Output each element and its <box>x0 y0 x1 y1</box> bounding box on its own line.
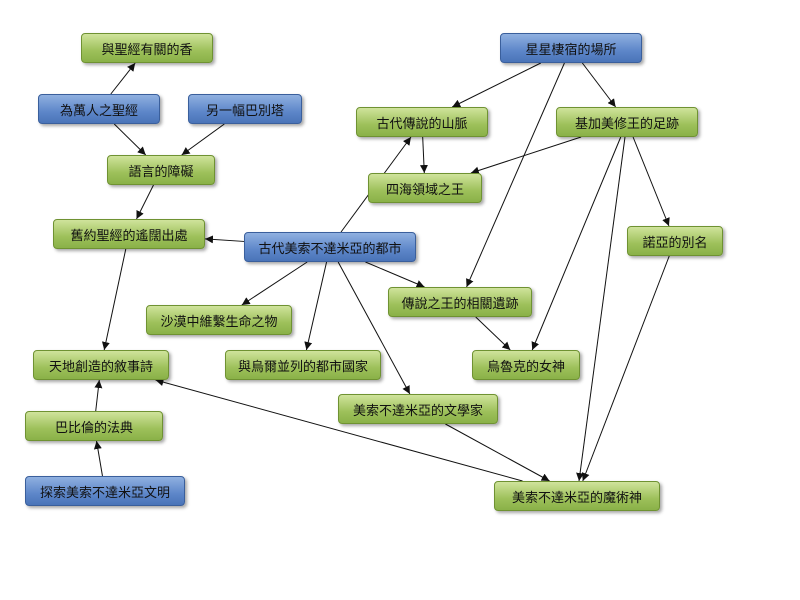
node-another-babel[interactable]: 另一幅巴別塔 <box>188 94 302 124</box>
edge-n6-to-n19 <box>365 261 425 288</box>
edge-n6-to-n5 <box>204 235 245 244</box>
edge-n18-to-n13 <box>581 255 670 482</box>
node-gilgamesh-footsteps[interactable]: 基加美修王的足跡 <box>556 107 698 137</box>
edge-n16-to-n18 <box>632 136 670 227</box>
node-creation-epic[interactable]: 天地創造的敘事詩 <box>33 350 169 380</box>
edge-n11-to-n10 <box>93 440 103 477</box>
node-fragrance-bible[interactable]: 與聖經有關的香 <box>81 33 213 63</box>
node-explore-mesopotamia[interactable]: 探索美索不達米亞文明 <box>25 476 185 506</box>
node-bible-for-all[interactable]: 為萬人之聖經 <box>38 94 160 124</box>
node-mesopotamian-writer[interactable]: 美索不達米亞的文學家 <box>338 394 498 424</box>
edge-n5-to-n8 <box>101 248 127 351</box>
node-legendary-mountains[interactable]: 古代傳說的山脈 <box>356 107 488 137</box>
edge-n2-to-n4 <box>113 123 147 156</box>
node-king-of-four-seas[interactable]: 四海領域之王 <box>368 173 482 203</box>
node-legend-king-ruins[interactable]: 傳說之王的相關遺跡 <box>388 287 532 317</box>
node-uruk-goddess[interactable]: 烏魯克的女神 <box>472 350 580 380</box>
edge-n13-to-n8 <box>155 378 523 482</box>
edge-n2-to-n1 <box>110 62 136 95</box>
node-city-state-with-ur[interactable]: 與烏爾並列的都市國家 <box>225 350 381 380</box>
edge-n15-to-n17 <box>419 136 428 174</box>
node-old-testament-origin[interactable]: 舊約聖經的遙闊出處 <box>53 219 205 249</box>
edge-n3-to-n4 <box>181 123 225 156</box>
edge-n16-to-n13 <box>576 136 626 482</box>
edge-n6-to-n9 <box>304 261 328 351</box>
edge-n14-to-n19 <box>466 62 565 288</box>
edge-n10-to-n8 <box>94 379 103 412</box>
node-noah-alias[interactable]: 諾亞的別名 <box>627 226 723 256</box>
edge-n6-to-n7 <box>241 261 308 306</box>
edge-n14-to-n15 <box>451 62 542 108</box>
edge-n6-to-n12 <box>337 261 411 395</box>
node-mesopotamian-magic-god[interactable]: 美索不達米亞的魔術神 <box>494 481 660 511</box>
edge-n16-to-n17 <box>470 136 582 175</box>
edge-n19-to-n20 <box>475 316 511 351</box>
edge-n4-to-n5 <box>136 184 154 220</box>
node-babylonian-code[interactable]: 巴比倫的法典 <box>25 411 163 441</box>
edge-n16-to-n20 <box>531 136 622 351</box>
node-ancient-mesopotamian-city[interactable]: 古代美索不達米亞的都市 <box>244 232 416 262</box>
node-star-dwelling-place[interactable]: 星星棲宿的場所 <box>500 33 642 63</box>
node-desert-lifeline[interactable]: 沙漠中維繫生命之物 <box>146 305 292 335</box>
node-language-barrier[interactable]: 語言的障礙 <box>107 155 215 185</box>
edge-n12-to-n13 <box>445 423 550 482</box>
edge-n14-to-n16 <box>581 62 617 108</box>
